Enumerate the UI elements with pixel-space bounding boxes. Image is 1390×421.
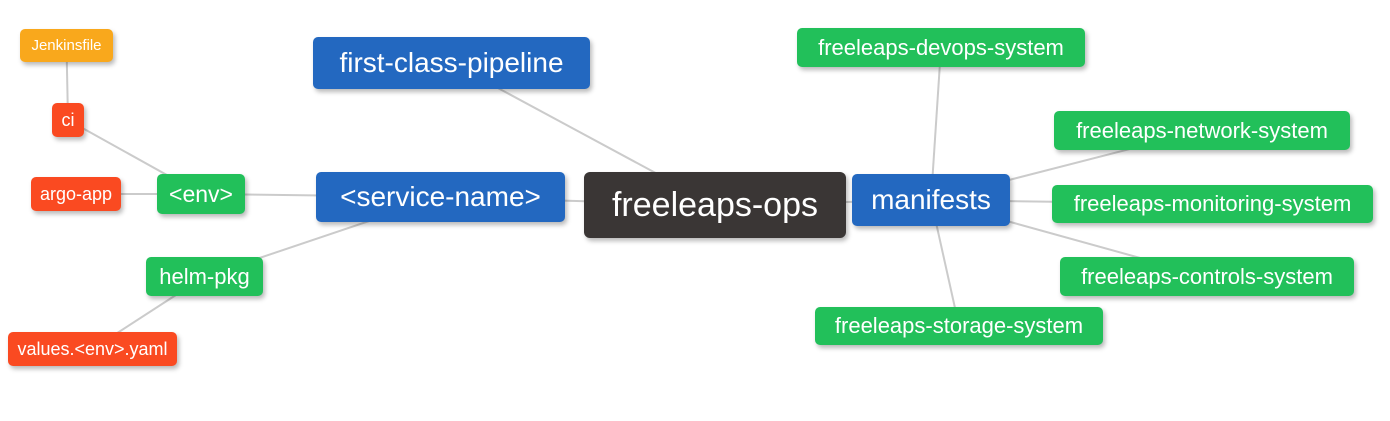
node-ci[interactable]: ci bbox=[52, 103, 84, 137]
node-label: freeleaps-monitoring-system bbox=[1073, 191, 1352, 216]
node-jenkinsfile[interactable]: Jenkinsfile bbox=[20, 29, 113, 62]
node-service-name[interactable]: <service-name> bbox=[316, 172, 565, 222]
node-label: ci bbox=[61, 110, 75, 130]
node-label: <env> bbox=[169, 180, 233, 207]
node-label: argo-app bbox=[39, 184, 113, 204]
node-manifests[interactable]: manifests bbox=[852, 174, 1010, 226]
node-label: freeleaps-storage-system bbox=[834, 313, 1084, 338]
node-argo-app[interactable]: argo-app bbox=[31, 177, 121, 211]
node-freeleaps-devops-system[interactable]: freeleaps-devops-system bbox=[797, 28, 1085, 67]
node-label: freeleaps-controls-system bbox=[1081, 263, 1333, 289]
node-label: <service-name> bbox=[340, 181, 541, 212]
node-label: values.<env>.yaml bbox=[17, 339, 168, 359]
node-label: helm-pkg bbox=[159, 263, 250, 289]
node-helm-pkg[interactable]: helm-pkg bbox=[146, 257, 263, 296]
node-label: manifests bbox=[871, 184, 991, 215]
node-label: freeleaps-devops-system bbox=[818, 34, 1064, 60]
node-freeleaps-storage-system[interactable]: freeleaps-storage-system bbox=[815, 307, 1103, 345]
node-label: freeleaps-network-system bbox=[1076, 117, 1328, 143]
node-env[interactable]: <env> bbox=[157, 174, 245, 214]
node-label: freeleaps-ops bbox=[611, 186, 818, 224]
node-freeleaps-controls-system[interactable]: freeleaps-controls-system bbox=[1060, 257, 1354, 296]
node-freeleaps-network-system[interactable]: freeleaps-network-system bbox=[1054, 111, 1350, 150]
node-freeleaps-ops-root[interactable]: freeleaps-ops bbox=[584, 172, 846, 238]
node-values-env-yaml[interactable]: values.<env>.yaml bbox=[8, 332, 177, 366]
node-freeleaps-monitoring-system[interactable]: freeleaps-monitoring-system bbox=[1052, 185, 1373, 223]
node-first-class-pipeline[interactable]: first-class-pipeline bbox=[313, 37, 590, 89]
node-label: first-class-pipeline bbox=[339, 47, 564, 78]
node-label: Jenkinsfile bbox=[31, 37, 102, 54]
